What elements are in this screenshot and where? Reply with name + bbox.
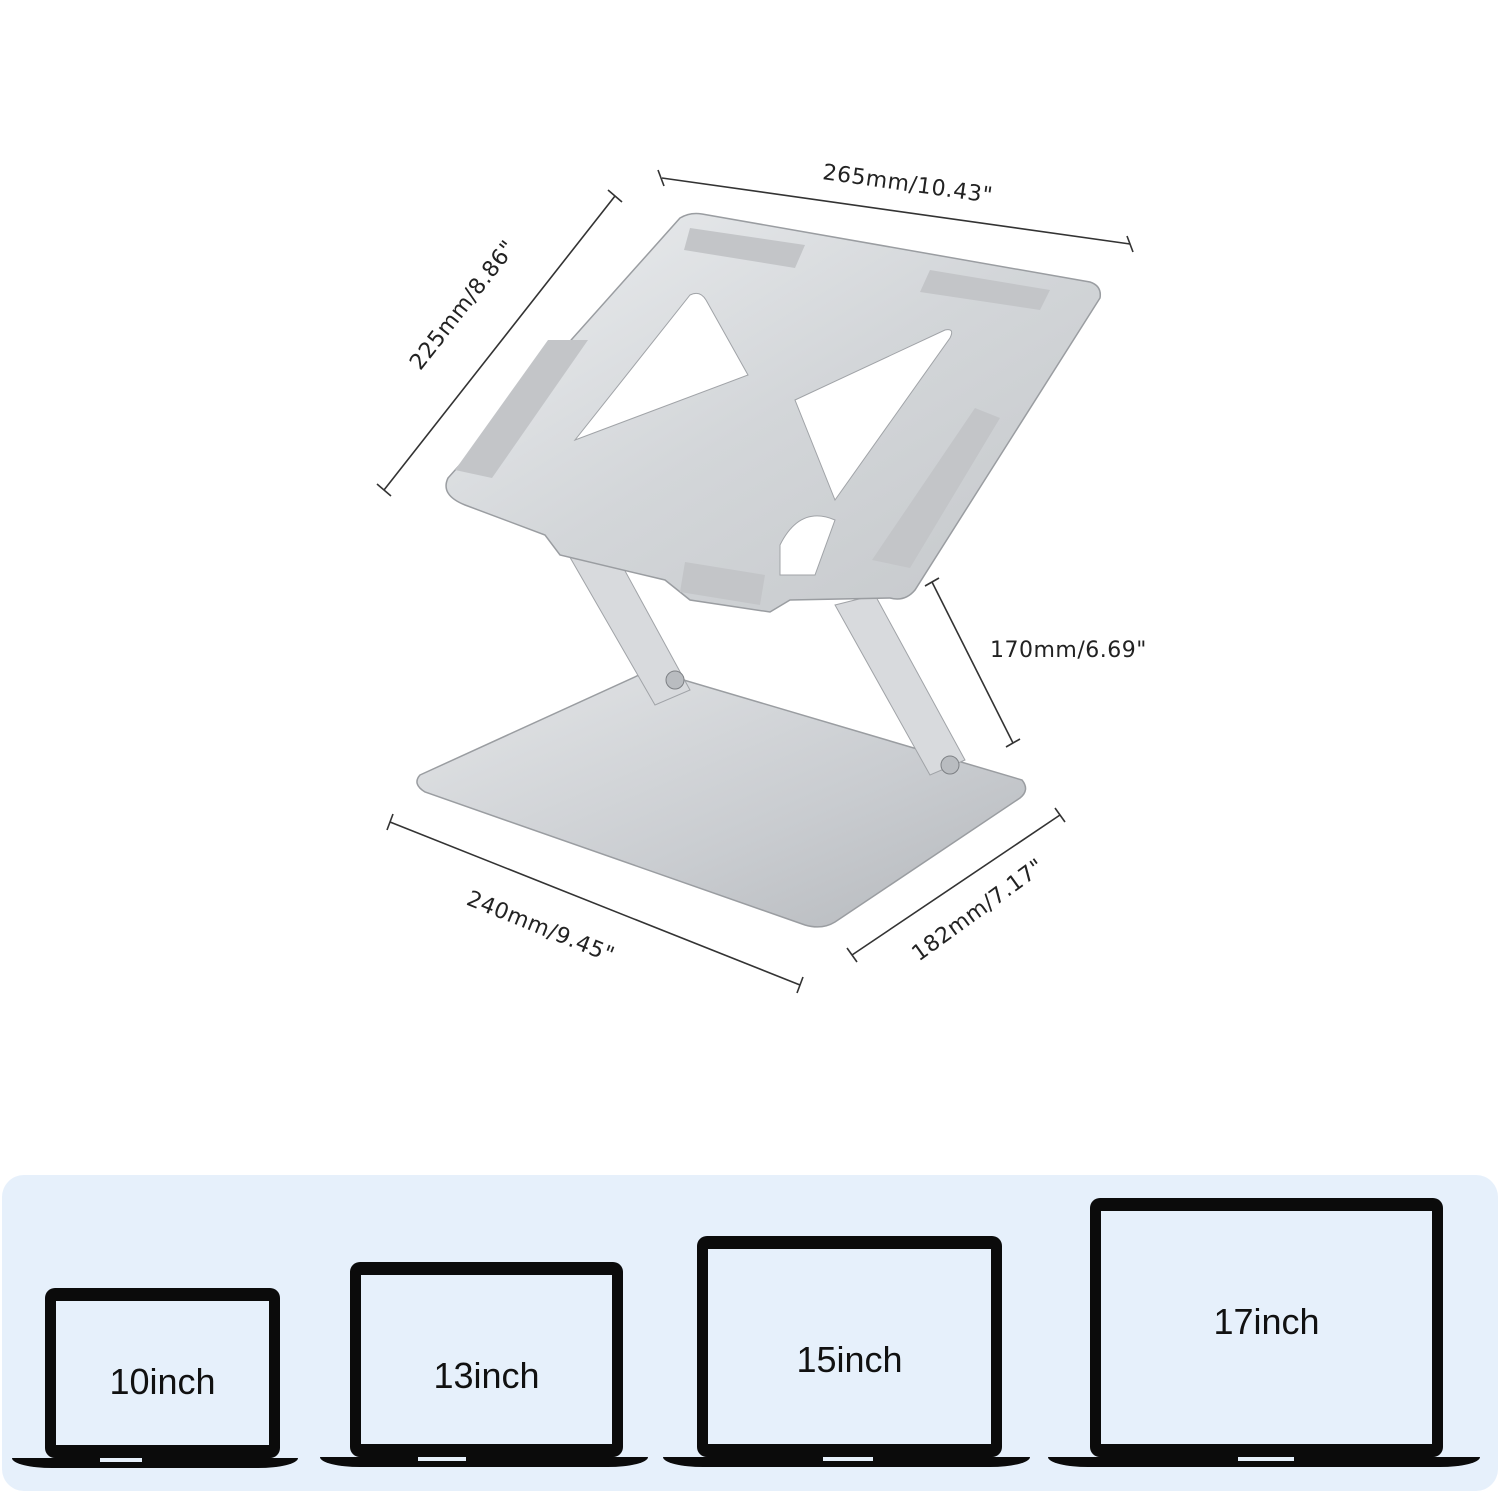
laptop-size-label: 10inch (109, 1361, 216, 1402)
laptop-10inch-icon: 10inch (12, 1288, 298, 1470)
laptop-15inch-icon: 15inch (663, 1236, 1030, 1470)
laptop-size-label: 15inch (796, 1339, 903, 1380)
dimension-lines (376, 169, 1134, 994)
laptop-stand-illustration (376, 169, 1134, 994)
laptop-13inch-icon: 13inch (320, 1262, 648, 1470)
stand-top-plate (445, 212, 1102, 613)
height-label: 170mm/6.69" (990, 638, 1147, 663)
vent-cutout (779, 515, 836, 576)
stand-base (416, 669, 1027, 928)
laptop-17inch-icon: 17inch (1048, 1198, 1480, 1470)
laptop-size-label: 13inch (433, 1355, 540, 1396)
laptop-size-label: 17inch (1213, 1301, 1320, 1342)
vent-cutout (573, 292, 749, 442)
vent-cutout (794, 329, 953, 502)
